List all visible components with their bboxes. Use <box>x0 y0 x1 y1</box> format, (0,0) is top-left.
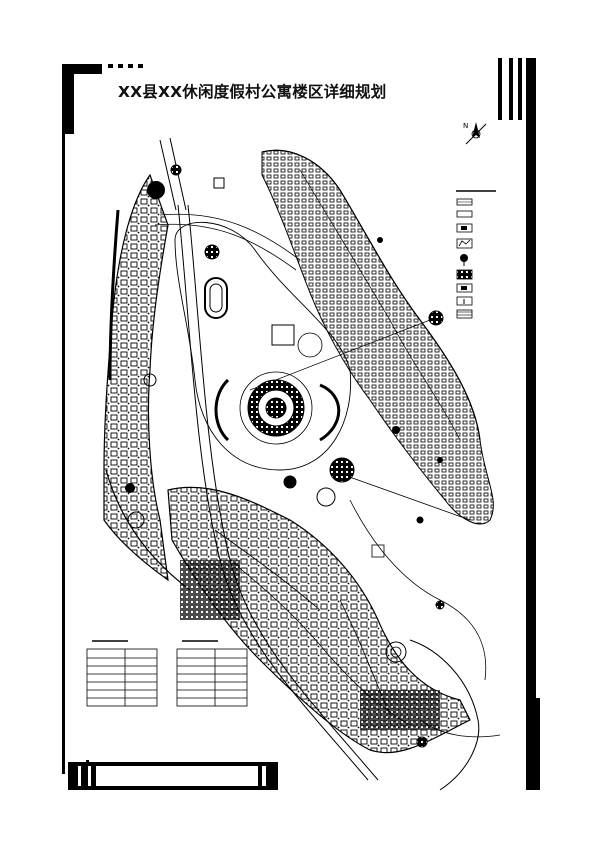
north-label: N <box>463 122 468 130</box>
west-residential-zone <box>103 173 191 591</box>
south-residential-zone <box>167 486 471 754</box>
legend-item <box>456 269 473 280</box>
drawing-title: XX县XX休闲度假村公寓楼区详细规划 <box>118 83 387 101</box>
legend-item <box>456 223 473 233</box>
schedule-table-left <box>86 640 158 707</box>
legend <box>456 190 496 319</box>
north-arrow-icon: N <box>463 122 487 145</box>
legend-item <box>456 283 473 293</box>
legend-item <box>456 309 473 319</box>
central-park <box>170 164 355 507</box>
legend-item <box>456 198 473 206</box>
schedule-table-right <box>176 640 248 707</box>
legend-item <box>460 254 468 266</box>
legend-item <box>456 210 473 218</box>
east-parkland <box>349 499 501 748</box>
drawing-frame <box>62 58 540 790</box>
east-villa-zone <box>261 149 494 525</box>
legend-item <box>456 296 473 306</box>
legend-item <box>456 238 473 249</box>
